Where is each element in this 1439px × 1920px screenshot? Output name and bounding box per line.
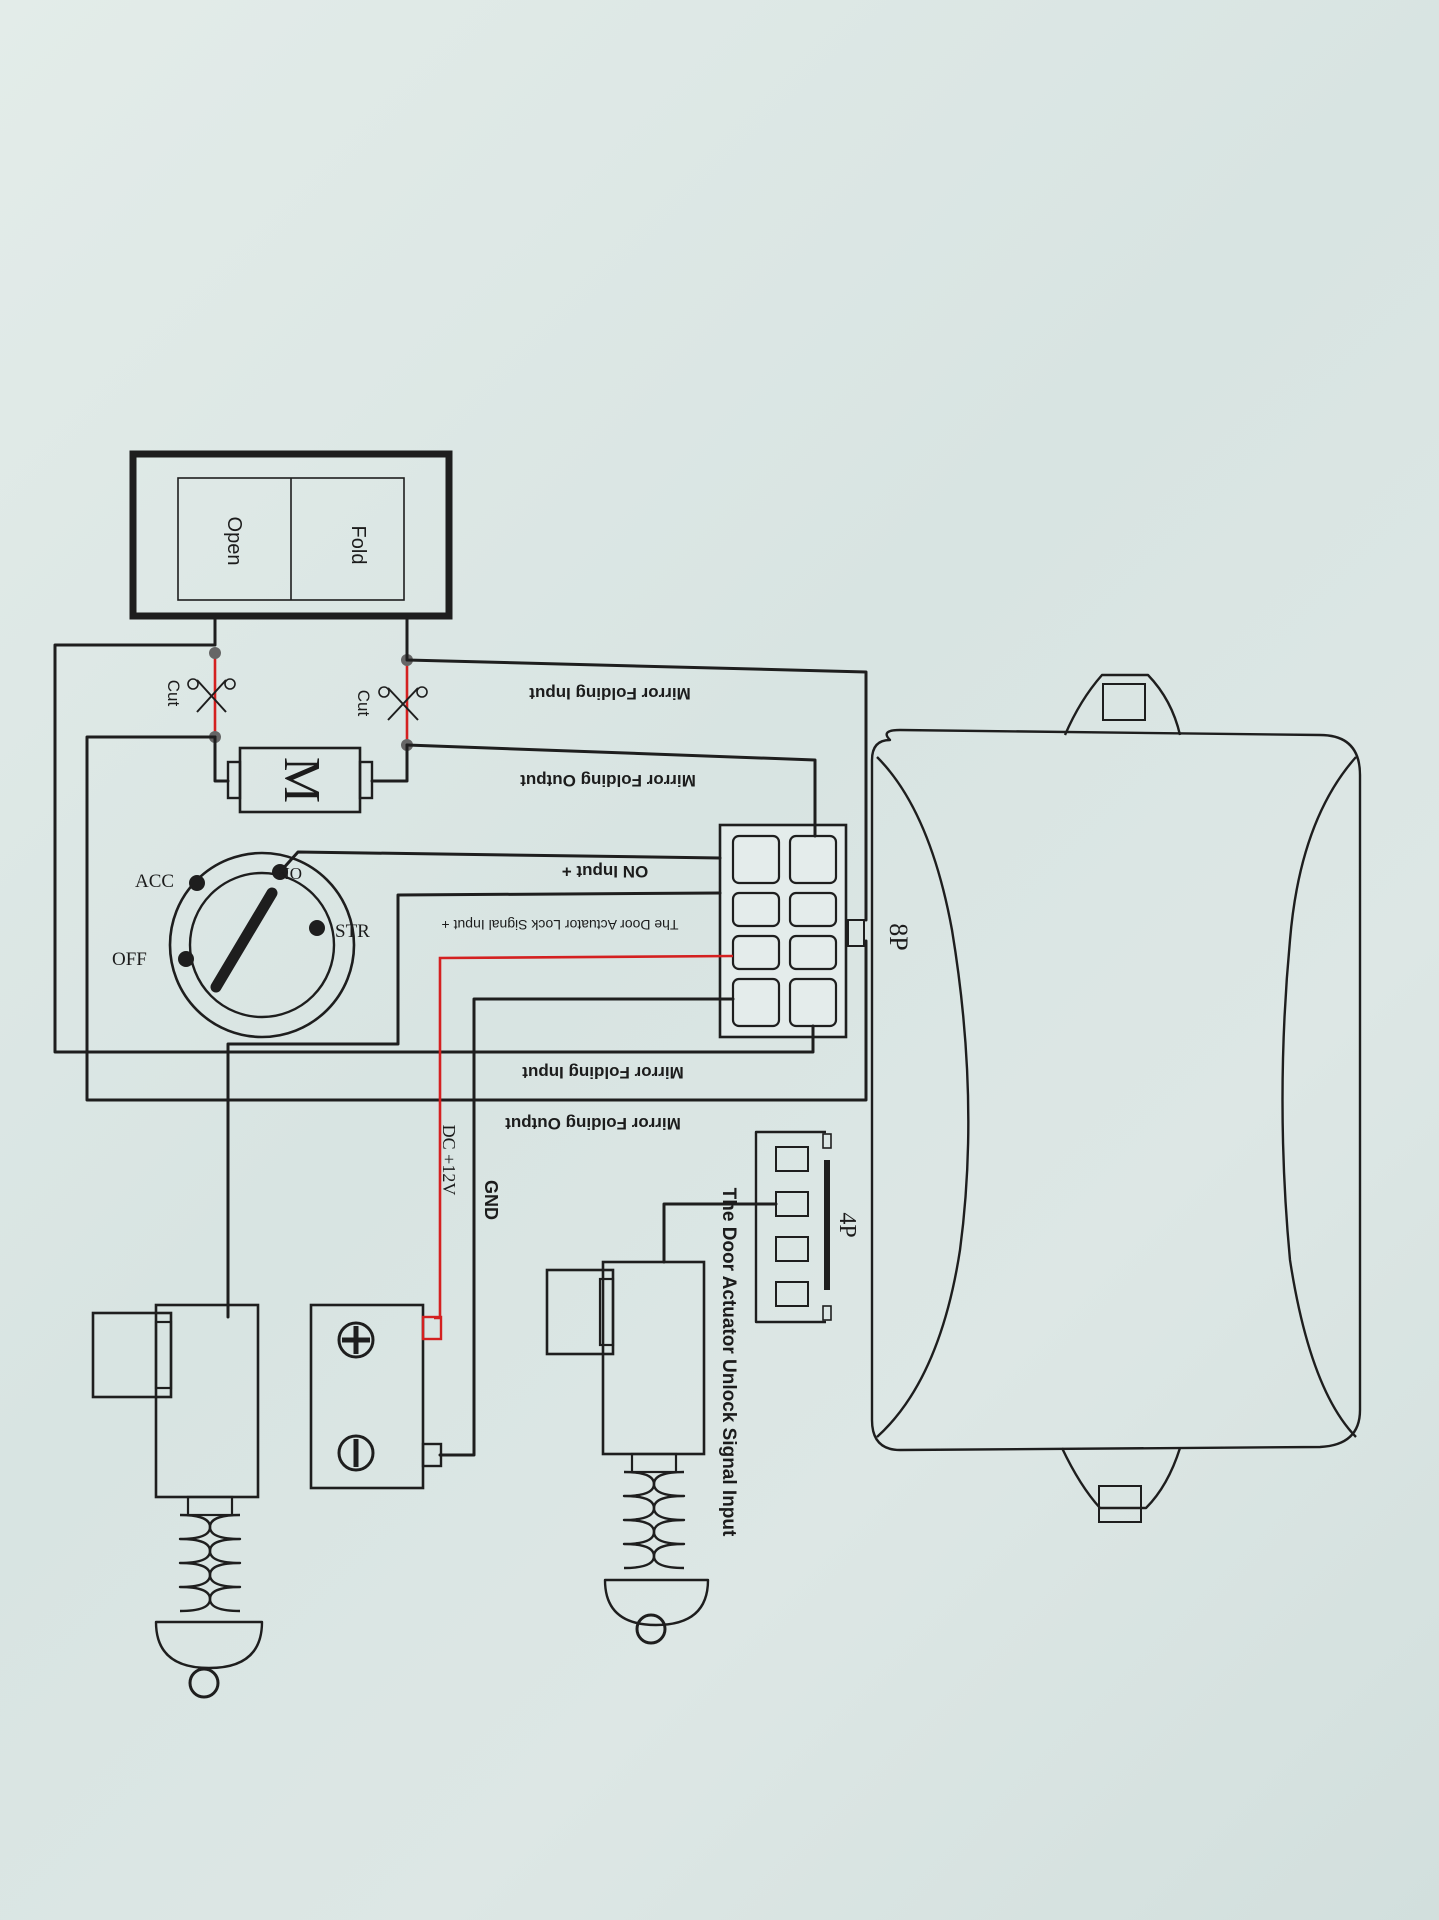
motor-label: M: [273, 757, 330, 803]
junction-dots: [209, 647, 413, 751]
connector-4p: 4P: [754, 1130, 860, 1324]
wire-motor-left: [213, 735, 230, 783]
mirror-switch: Fold Open: [129, 450, 453, 620]
scissors-icon: [187, 678, 236, 713]
wires: [53, 614, 868, 1457]
connector-8p: 8P: [718, 823, 913, 1039]
door-actuator-lock: [91, 1303, 264, 1699]
cut-label: Cut: [164, 680, 183, 707]
lock-signal-input-label: The Door Actuator Lock Signal Input +: [442, 917, 679, 933]
on-label: ON: [277, 864, 302, 883]
str-label: STR: [335, 921, 370, 942]
wire-dc-12v: [434, 954, 734, 1320]
negative-terminal-icon: [337, 1434, 375, 1472]
open-label: Open: [223, 517, 245, 566]
wire-gnd: [438, 997, 735, 1457]
wire-mirror-folding-input-a: [53, 614, 815, 1054]
off-label: OFF: [112, 949, 147, 970]
mirror-folding-input-top-label: Mirror Folding Input: [529, 684, 691, 703]
fold-label: Fold: [347, 526, 369, 565]
wire-on-input: [278, 850, 722, 874]
dc-12v-label: DC +12V: [439, 1125, 459, 1196]
wire-lock-signal: [226, 891, 722, 1319]
connector-4p-label: 4P: [834, 1212, 860, 1237]
wire-mirror-folding-input-b: [405, 614, 868, 922]
connector-8p-label: 8P: [884, 923, 913, 950]
mirror-motor: M: [226, 746, 374, 814]
mirror-folding-input-bottom-label: Mirror Folding Input: [522, 1063, 684, 1082]
mirror-folding-output-top-label: Mirror Folding Output: [520, 771, 696, 790]
mirror-folding-output-bottom-label: Mirror Folding Output: [505, 1114, 681, 1133]
wire-motor-right: [370, 743, 409, 783]
wire-unlock-signal: [662, 1202, 778, 1264]
acc-label: ACC: [135, 871, 174, 892]
cut-label: Cut: [354, 690, 373, 717]
unlock-signal-input-label: The Door Actuator Unlock Signal Input: [718, 1188, 739, 1537]
battery: [309, 1303, 443, 1490]
positive-terminal-icon: [337, 1321, 375, 1359]
cut-marks: Cut Cut: [164, 653, 428, 745]
control-module: [870, 673, 1362, 1523]
wire-mirror-folding-output-a: [85, 735, 868, 1102]
door-actuator-unlock: [545, 1260, 710, 1645]
gnd-label: GND: [481, 1180, 501, 1220]
on-input-label: ON Input +: [562, 862, 648, 881]
wire-mirror-folding-output-b: [405, 743, 817, 838]
scissors-icon: [378, 686, 428, 721]
wire-labels: Mirror Folding Input Mirror Folding Outp…: [439, 684, 739, 1537]
ignition-switch: ACC ON STR OFF: [112, 851, 370, 1039]
